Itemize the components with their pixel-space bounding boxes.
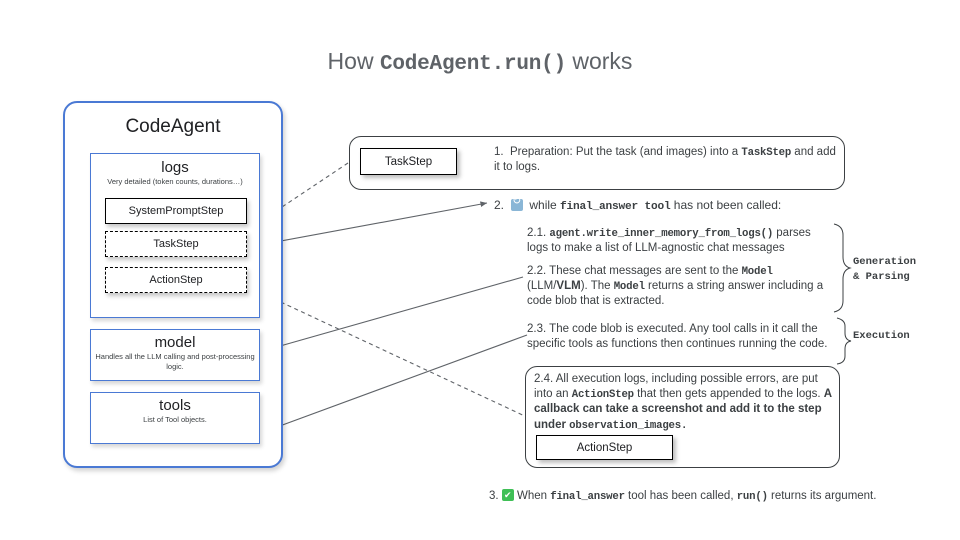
step24-bold-code-a: observation_images. [569, 419, 688, 432]
tools-box: tools List of Tool objects. [90, 392, 260, 444]
step23-number: 2.3. [527, 323, 547, 335]
step22-text-c: ). The [580, 280, 614, 293]
step24-text-a: All execution logs, including possible e… [534, 373, 818, 401]
tools-subtitle: List of Tool objects. [143, 415, 207, 425]
log-entry-actionstep[interactable]: ActionStep [105, 267, 247, 293]
check-icon [501, 489, 514, 501]
group-label-generation: Generation & Parsing [853, 255, 916, 284]
brace-execution [836, 317, 852, 365]
group-label-generation-line1: Generation [853, 256, 917, 268]
step22-bold-a: VLM [556, 280, 581, 293]
loop-icon [510, 195, 523, 211]
step2-text-b: has not been called: [670, 198, 782, 212]
logs-box: logs Very detailed (token counts, durati… [90, 153, 260, 318]
step24-number: 2.4. [534, 373, 554, 385]
step24-code-a: ActionStep [571, 389, 634, 402]
group-label-generation-line2: & Parsing [853, 270, 910, 283]
connector-step24-dashed [239, 282, 530, 419]
step22-text-a: These chat messages are sent to the [546, 265, 742, 277]
step21-code-a: agent.write_inner_memory_from_logs() [549, 228, 774, 240]
logs-subtitle: Very detailed (token counts, durations…) [107, 177, 243, 187]
step3-code-a: final_answer [550, 491, 625, 503]
log-entry-systempromptstep[interactable]: SystemPromptStep [105, 198, 247, 224]
step2-code-a: final_answer tool [560, 201, 671, 213]
connector-tools-to-step23 [257, 334, 528, 435]
step2-text: 2. while final_answer tool has not been … [494, 195, 844, 215]
step22-number: 2.2. [527, 265, 547, 277]
step22-text-b: (LLM/ [527, 280, 557, 293]
step22-text: 2.2. These chat messages are sent to the… [527, 264, 827, 310]
page-title: How CodeAgent.run() works [0, 48, 960, 76]
step23-text: 2.3. The code blob is executed. Any tool… [527, 322, 832, 352]
step1-taskstep-chip[interactable]: TaskStep [360, 148, 457, 175]
step3-text: 3. When final_answer tool has been calle… [489, 489, 919, 504]
step24-text: 2.4. All execution logs, including possi… [534, 372, 834, 433]
group-label-execution: Execution [853, 330, 910, 342]
model-subtitle: Handles all the LLM calling and post-pro… [95, 352, 255, 372]
step21-number: 2.1. [527, 227, 547, 239]
step22-code-a: Model [741, 266, 773, 278]
page-title-prefix: How [327, 48, 380, 74]
step24-text-b: that then gets appended to the logs. [633, 388, 824, 401]
model-title: model [154, 334, 196, 351]
step24-bold-a: A callback can take a screenshot and add… [534, 388, 832, 431]
step21-text: 2.1. agent.write_inner_memory_from_logs(… [527, 226, 827, 256]
step3-text-b: tool has been called, [624, 490, 737, 502]
step3-text-c: returns its argument. [767, 490, 877, 502]
logs-title: logs [161, 159, 189, 176]
step22-text-d: returns a string answer including a code… [527, 280, 824, 308]
page-title-code: CodeAgent.run() [379, 53, 566, 76]
step3-text-a: When [517, 490, 551, 502]
log-entry-taskstep[interactable]: TaskStep [105, 231, 247, 257]
step21-text-a: parses logs to make a list of LLM-agnost… [527, 227, 811, 255]
codeagent-panel: CodeAgent logs Very detailed (token coun… [63, 101, 283, 468]
page-title-suffix: works [565, 48, 633, 74]
step2-text-a: while [529, 198, 561, 212]
step2-number: 2. [494, 198, 505, 212]
step22-code-b: Model [613, 281, 645, 294]
step3-number: 3. [489, 490, 499, 502]
step3-code-b: run() [736, 491, 768, 503]
step1-text-a: Preparation: Put the task (and images) i… [509, 146, 742, 158]
step24-actionstep-chip[interactable]: ActionStep [536, 435, 673, 460]
step1-text: 1. Preparation: Put the task (and images… [494, 145, 842, 175]
step1-text-b: and add it to logs. [494, 146, 836, 174]
step23-text-a: The code blob is executed. Any tool call… [527, 323, 828, 351]
connector-model-to-step22 [258, 276, 524, 353]
model-box: model Handles all the LLM calling and po… [90, 329, 260, 381]
step1-code-a: TaskStep [741, 147, 792, 159]
tools-title: tools [159, 397, 191, 414]
codeagent-title: CodeAgent [125, 116, 221, 137]
step1-number: 1. [494, 146, 504, 158]
brace-generation [833, 223, 852, 313]
